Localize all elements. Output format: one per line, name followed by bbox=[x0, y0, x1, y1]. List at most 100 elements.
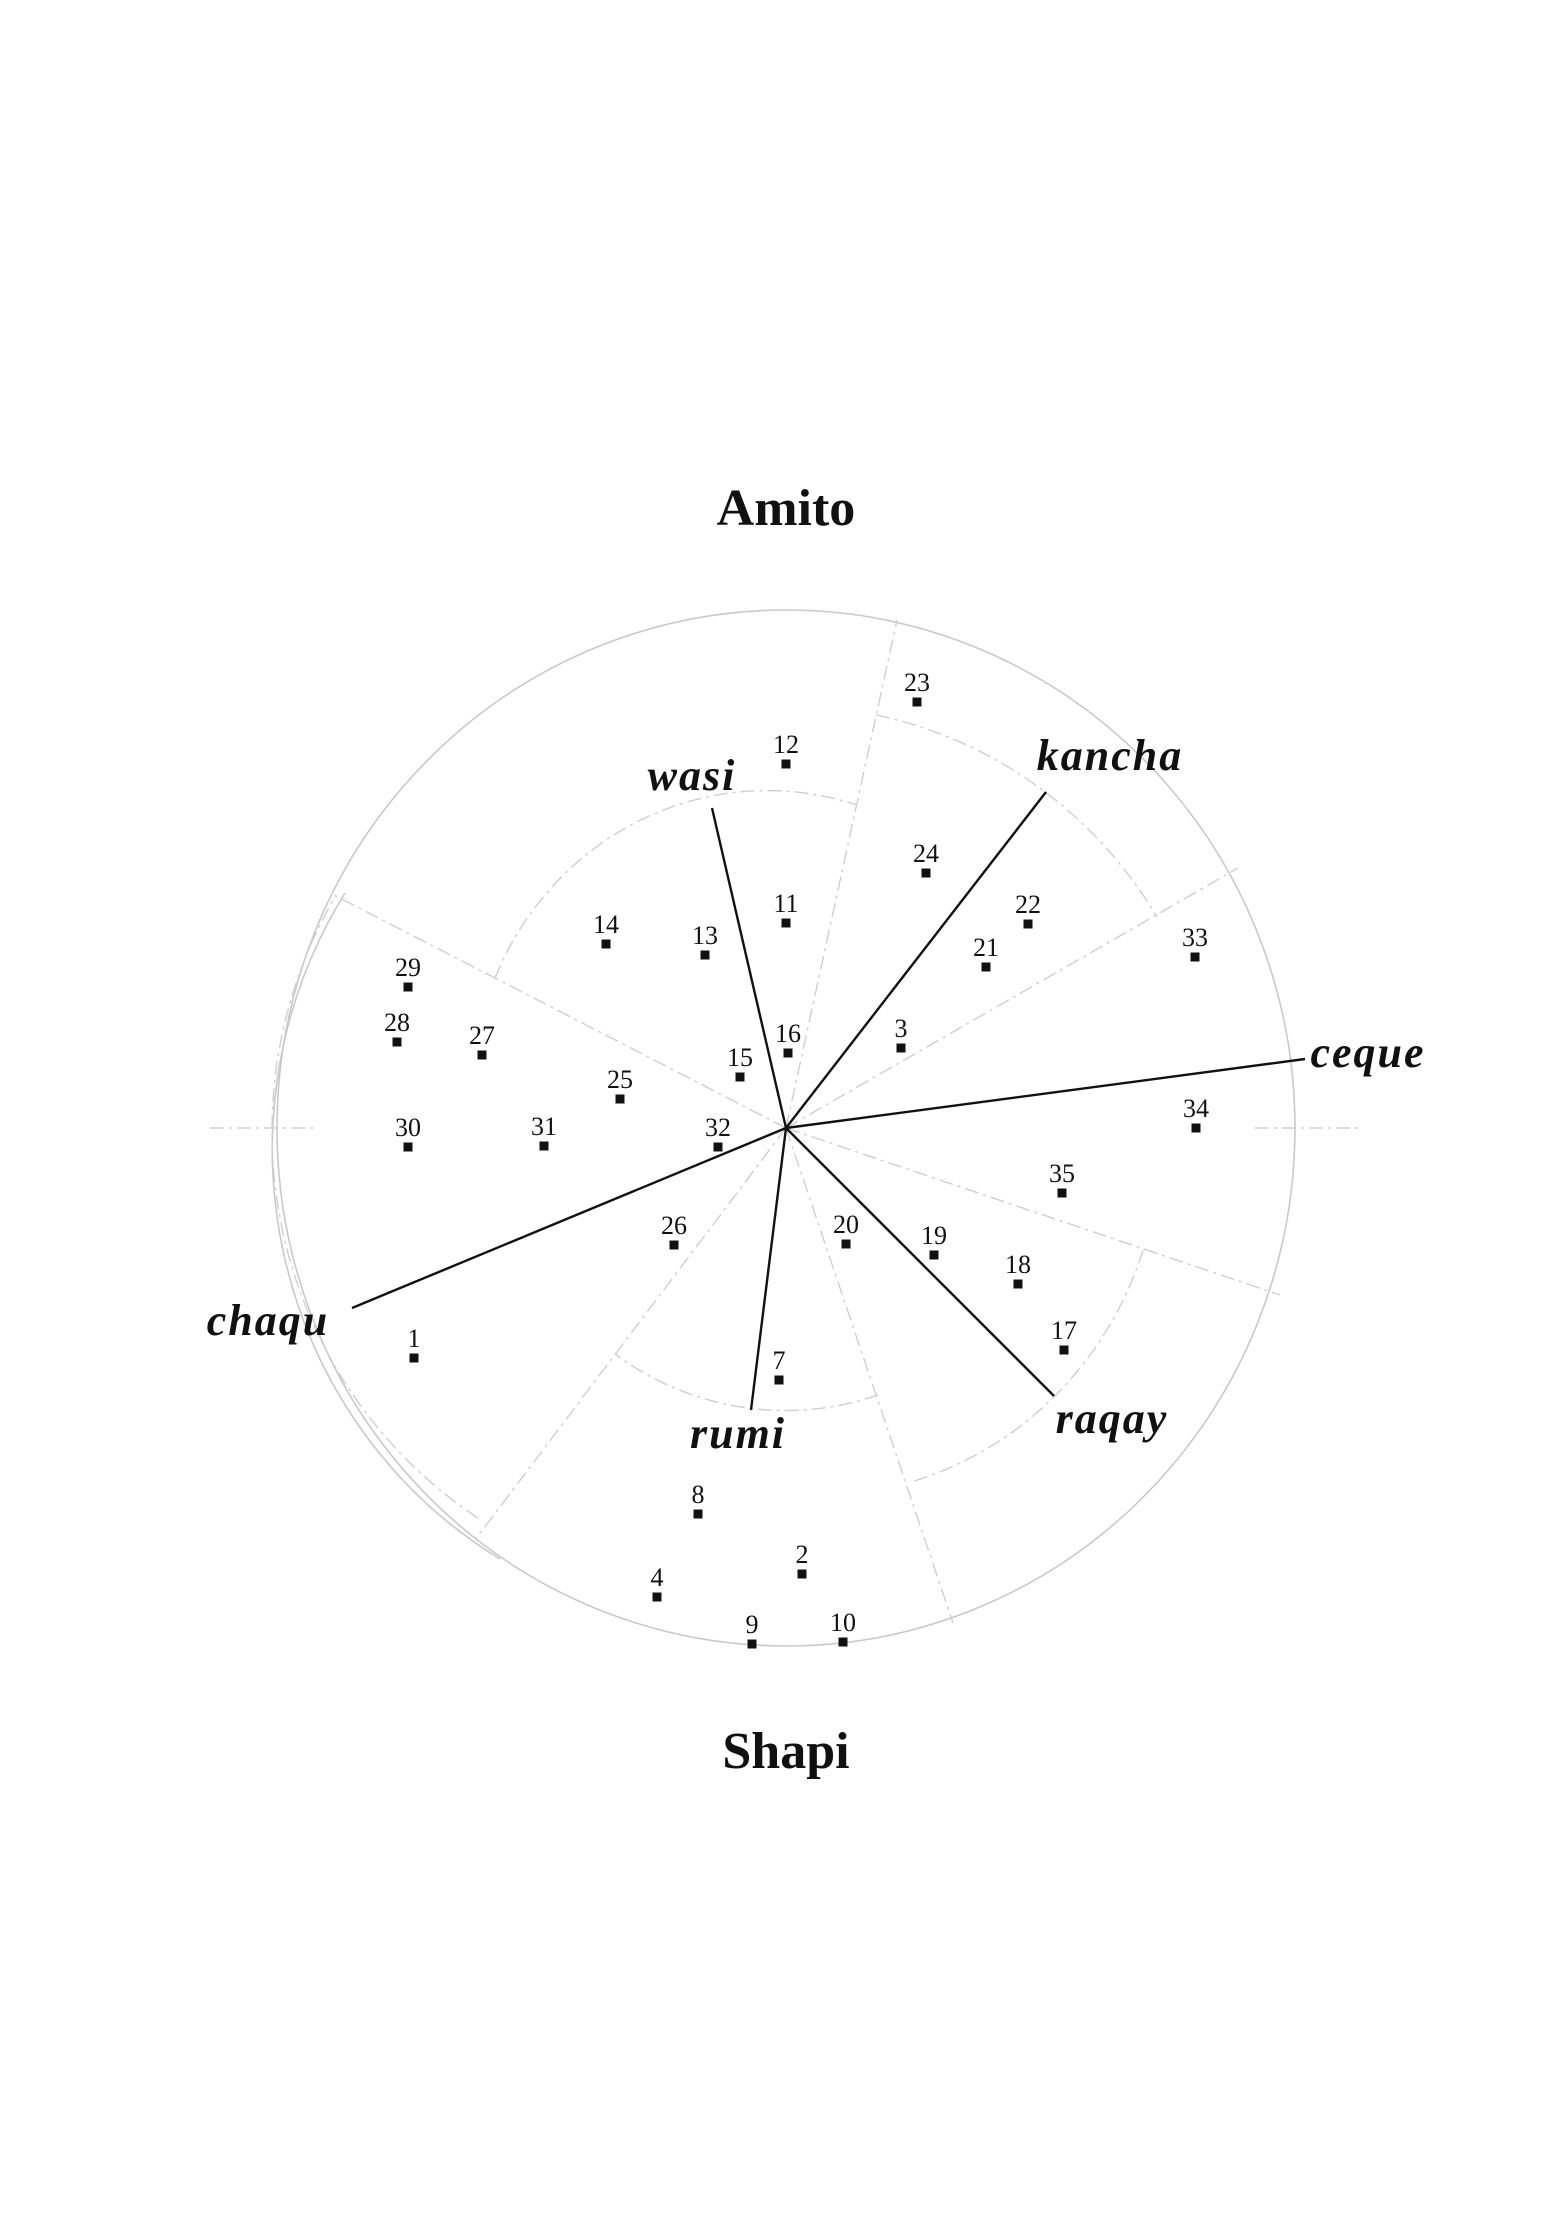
point-marker bbox=[409, 1353, 419, 1363]
point-2: 2 bbox=[796, 1540, 809, 1579]
point-8: 8 bbox=[692, 1480, 705, 1519]
point-number: 15 bbox=[727, 1043, 753, 1072]
point-22: 22 bbox=[1015, 890, 1041, 929]
boundary-line bbox=[785, 1127, 954, 1624]
point-27: 27 bbox=[469, 1021, 495, 1060]
point-number: 1 bbox=[408, 1324, 421, 1353]
point-13: 13 bbox=[692, 921, 718, 960]
point-4: 4 bbox=[651, 1563, 664, 1602]
middle-ring-arc-upper-right bbox=[875, 714, 1158, 918]
point-number: 28 bbox=[384, 1008, 410, 1037]
point-marker bbox=[838, 1637, 848, 1647]
point-marker bbox=[539, 1141, 549, 1151]
point-number: 21 bbox=[973, 933, 999, 962]
sector-label-rumi: rumi bbox=[690, 1409, 786, 1458]
point-number: 17 bbox=[1051, 1316, 1077, 1345]
point-18: 18 bbox=[1005, 1250, 1031, 1289]
point-26: 26 bbox=[661, 1211, 687, 1250]
point-marker bbox=[652, 1592, 662, 1602]
point-marker bbox=[921, 868, 931, 878]
boundary-line bbox=[785, 619, 898, 1129]
point-11: 11 bbox=[773, 889, 799, 928]
sector-boundaries bbox=[210, 619, 1360, 1624]
point-32: 32 bbox=[705, 1113, 731, 1152]
point-marker bbox=[713, 1142, 723, 1152]
point-9: 9 bbox=[746, 1610, 759, 1649]
point-marker bbox=[841, 1239, 851, 1249]
ray-raqay bbox=[785, 1127, 1055, 1397]
point-marker bbox=[797, 1569, 807, 1579]
point-number: 27 bbox=[469, 1021, 495, 1050]
point-31: 31 bbox=[531, 1112, 557, 1151]
point-marker bbox=[403, 982, 413, 992]
point-number: 9 bbox=[746, 1610, 759, 1639]
point-number: 22 bbox=[1015, 890, 1041, 919]
point-number: 24 bbox=[913, 839, 939, 868]
point-marker bbox=[774, 1375, 784, 1385]
ray-rumi bbox=[749, 1127, 788, 1411]
point-33: 33 bbox=[1182, 923, 1208, 962]
ray-chaqu bbox=[351, 1126, 787, 1310]
point-30: 30 bbox=[395, 1113, 421, 1152]
point-21: 21 bbox=[973, 933, 999, 972]
point-marker bbox=[781, 759, 791, 769]
point-number: 13 bbox=[692, 921, 718, 950]
ray-kancha bbox=[785, 791, 1047, 1129]
point-number: 2 bbox=[796, 1540, 809, 1569]
point-17: 17 bbox=[1051, 1316, 1077, 1355]
point-marker bbox=[1059, 1345, 1069, 1355]
point-35: 35 bbox=[1049, 1159, 1075, 1198]
point-marker bbox=[1191, 1123, 1201, 1133]
point-number: 14 bbox=[593, 910, 619, 939]
point-number: 34 bbox=[1183, 1094, 1209, 1123]
point-marker bbox=[403, 1142, 413, 1152]
point-marker bbox=[1023, 919, 1033, 929]
sector-label-ceque: ceque bbox=[1310, 1028, 1425, 1077]
point-29: 29 bbox=[395, 953, 421, 992]
ray-wasi bbox=[710, 807, 788, 1129]
point-marker bbox=[783, 1048, 793, 1058]
point-10: 10 bbox=[830, 1608, 856, 1647]
point-7: 7 bbox=[773, 1346, 786, 1385]
point-23: 23 bbox=[904, 668, 930, 707]
inner-ring-arc-right bbox=[910, 1249, 1144, 1483]
boundary-line bbox=[785, 1127, 1281, 1296]
point-28: 28 bbox=[384, 1008, 410, 1047]
point-number: 16 bbox=[775, 1019, 801, 1048]
point-16: 16 bbox=[775, 1019, 801, 1058]
point-marker bbox=[601, 939, 611, 949]
sector-label-wasi: wasi bbox=[648, 751, 737, 800]
point-number: 20 bbox=[833, 1210, 859, 1239]
middle-ring-arc-left bbox=[271, 894, 479, 1519]
point-3: 3 bbox=[895, 1014, 908, 1053]
point-15: 15 bbox=[727, 1043, 753, 1082]
point-marker bbox=[781, 918, 791, 928]
point-number: 3 bbox=[895, 1014, 908, 1043]
point-marker bbox=[735, 1072, 745, 1082]
boundary-line bbox=[474, 1127, 787, 1541]
boundary-line bbox=[785, 867, 1239, 1129]
point-number: 18 bbox=[1005, 1250, 1031, 1279]
point-marker bbox=[929, 1250, 939, 1260]
point-14: 14 bbox=[593, 910, 619, 949]
point-marker bbox=[700, 950, 710, 960]
heading-top: Amito bbox=[717, 480, 856, 537]
point-marker bbox=[1013, 1279, 1023, 1289]
point-marker bbox=[1190, 952, 1200, 962]
point-marker bbox=[615, 1094, 625, 1104]
point-number: 25 bbox=[607, 1065, 633, 1094]
heading-bottom: Shapi bbox=[722, 1723, 849, 1780]
point-number: 26 bbox=[661, 1211, 687, 1240]
point-1: 1 bbox=[408, 1324, 421, 1363]
point-number: 7 bbox=[773, 1346, 786, 1375]
point-number: 30 bbox=[395, 1113, 421, 1142]
point-number: 10 bbox=[830, 1608, 856, 1637]
point-number: 33 bbox=[1182, 923, 1208, 952]
point-number: 31 bbox=[531, 1112, 557, 1141]
inner-ring-arc-top bbox=[494, 789, 858, 979]
point-marker bbox=[392, 1037, 402, 1047]
point-24: 24 bbox=[913, 839, 939, 878]
second-circle-arc bbox=[271, 892, 501, 1560]
ray-ceque bbox=[785, 1057, 1306, 1130]
